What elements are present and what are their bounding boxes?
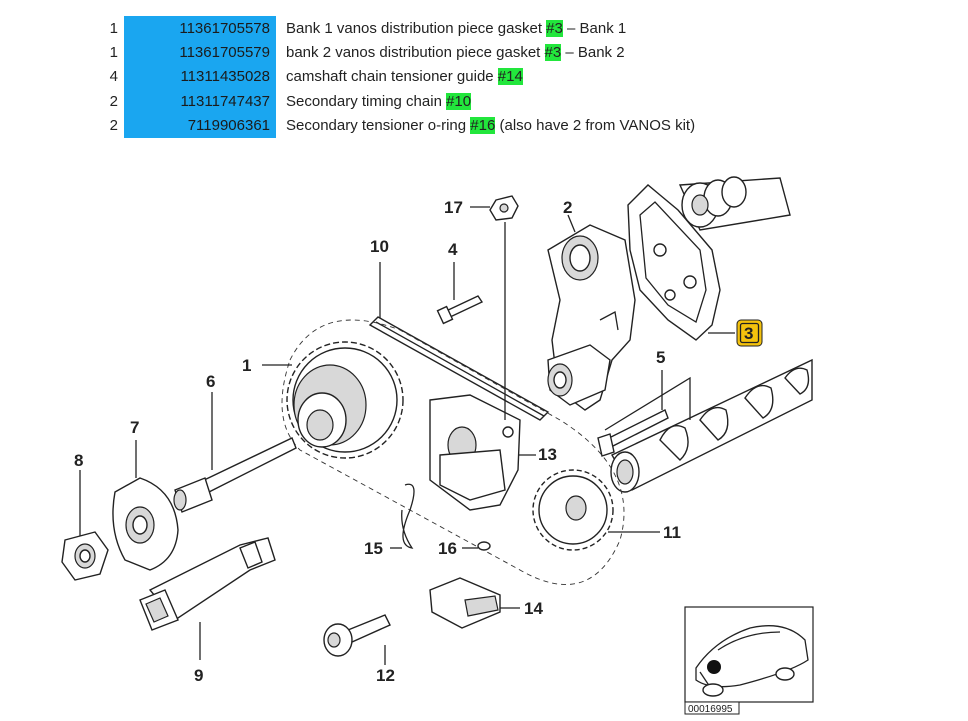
bolt-12 [323, 614, 391, 657]
tensioner-housing [547, 224, 636, 411]
callout-1: 1 [242, 356, 251, 375]
callout-14: 14 [524, 599, 543, 618]
part-number: 7119906361 [124, 113, 276, 138]
leader-lines [79, 206, 735, 665]
nut-17 [489, 195, 519, 221]
callout-11: 11 [663, 523, 681, 542]
vanos-gasket [627, 184, 721, 341]
bolt-4 [436, 295, 484, 325]
diagram-ref-tag: #14 [497, 68, 523, 86]
part-description: camshaft chain tensioner guide #14 [276, 65, 695, 89]
spring-clip-15 [401, 483, 415, 549]
callout-17: 17 [444, 198, 463, 217]
o-ring-16 [477, 541, 491, 551]
washer-7 [112, 477, 179, 571]
callout-16: 16 [438, 539, 457, 558]
part-quantity: 2 [109, 92, 118, 110]
part-number: 11311435028 [124, 64, 276, 90]
description-text: camshaft chain tensioner guide [286, 68, 498, 86]
callout-13: 13 [538, 445, 557, 464]
part-quantity: 4 [109, 68, 118, 86]
description-text: Bank 1 vanos distribution piece gasket [286, 19, 547, 37]
part-number: 11361705578 [124, 16, 276, 41]
bolt-5 [597, 376, 691, 457]
diagram-ref-tag: #10 [446, 92, 472, 110]
diagram-ref-tag: #16 [470, 117, 496, 135]
bolt-6 [173, 437, 297, 513]
diagram-reference-number: 00016995 [688, 704, 733, 715]
camshaft [610, 358, 813, 493]
diagram-ref-tag: #3 [544, 44, 562, 62]
vanos-sprocket [286, 341, 404, 459]
callout-3: 3 [744, 324, 753, 343]
callout-7: 7 [130, 418, 139, 437]
secondary-timing-chain [368, 316, 550, 421]
vanos-spring-upper [678, 176, 791, 231]
chain-tensioner-rail [429, 394, 521, 511]
part-number: 11311747437 [124, 89, 276, 114]
description-text: Secondary timing chain [286, 92, 447, 110]
callout-5: 5 [656, 348, 665, 367]
callout-4: 4 [448, 240, 458, 259]
callout-10: 10 [370, 237, 389, 256]
callout-3-box [736, 319, 763, 347]
diagram-ref-tag: #3 [546, 19, 563, 37]
description-suffix: – Bank 2 [561, 44, 625, 62]
part-description: Bank 1 vanos distribution piece gasket #… [276, 16, 695, 40]
car-location-inset [684, 606, 814, 703]
description-text: bank 2 vanos distribution piece gasket [286, 44, 545, 62]
callout-8: 8 [74, 451, 83, 470]
nut-8 [61, 531, 109, 581]
callout-12: 12 [376, 666, 395, 685]
part-quantity: 2 [109, 117, 118, 135]
callout-2: 2 [563, 198, 572, 217]
description-suffix: – Bank 1 [562, 19, 627, 37]
part-number: 11361705579 [124, 40, 276, 65]
solenoid-9 [139, 537, 276, 631]
description-suffix: (also have 2 from VANOS kit) [495, 117, 696, 135]
part-quantity: 1 [109, 19, 118, 37]
part-description: bank 2 vanos distribution piece gasket #… [276, 40, 695, 64]
timing-chain-diagram: 1 2 3 4 5 6 7 8 9 10 11 12 13 14 15 16 1… [61, 176, 814, 715]
chain-guide-14 [429, 577, 501, 629]
part-quantity: 1 [109, 44, 118, 62]
callout-15: 15 [364, 539, 383, 558]
location-marker-icon [707, 660, 721, 674]
part-description: Secondary tensioner o-ring #16 (also hav… [276, 114, 695, 138]
part-description: Secondary timing chain #10 [276, 89, 695, 113]
exhaust-sprocket [532, 469, 614, 551]
description-text: Secondary tensioner o-ring [286, 117, 471, 135]
callout-6: 6 [206, 372, 215, 391]
callout-9: 9 [194, 666, 203, 685]
